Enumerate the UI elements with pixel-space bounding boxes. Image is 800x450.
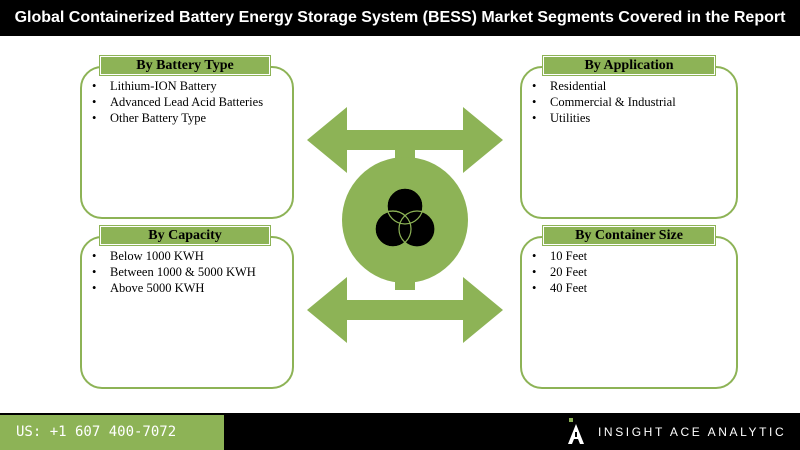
segment-label-capacity: By Capacity: [99, 225, 271, 246]
venn-circles-icon: [374, 187, 436, 248]
list-item: 10 Feet: [528, 248, 730, 264]
battery-type-list: Lithium-ION Battery Advanced Lead Acid B…: [88, 78, 286, 126]
page-title: Global Containerized Battery Energy Stor…: [0, 0, 800, 36]
segment-label-battery-type: By Battery Type: [99, 55, 271, 76]
application-list: Residential Commercial & Industrial Util…: [528, 78, 730, 126]
brand-name: INSIGHT ACE ANALYTIC: [598, 425, 787, 439]
lower-double-arrow: [307, 277, 503, 343]
capacity-list: Below 1000 KWH Between 1000 & 5000 KWH A…: [88, 248, 286, 296]
list-item: Residential: [528, 78, 730, 94]
list-item: Utilities: [528, 110, 730, 126]
list-item: 40 Feet: [528, 280, 730, 296]
list-item: Advanced Lead Acid Batteries: [88, 94, 286, 110]
list-item: Between 1000 & 5000 KWH: [88, 264, 286, 280]
segment-label-container-size: By Container Size: [542, 225, 716, 246]
segment-label-application: By Application: [542, 55, 716, 76]
container-size-list: 10 Feet 20 Feet 40 Feet: [528, 248, 730, 296]
list-item: Other Battery Type: [88, 110, 286, 126]
upper-double-arrow: [307, 107, 503, 173]
list-item: Lithium-ION Battery: [88, 78, 286, 94]
list-item: Commercial & Industrial: [528, 94, 730, 110]
insight-ace-logo-icon: [568, 418, 584, 444]
list-item: Above 5000 KWH: [88, 280, 286, 296]
phone-number: US: +1 607 400-7072: [0, 415, 224, 450]
list-item: Below 1000 KWH: [88, 248, 286, 264]
list-item: 20 Feet: [528, 264, 730, 280]
